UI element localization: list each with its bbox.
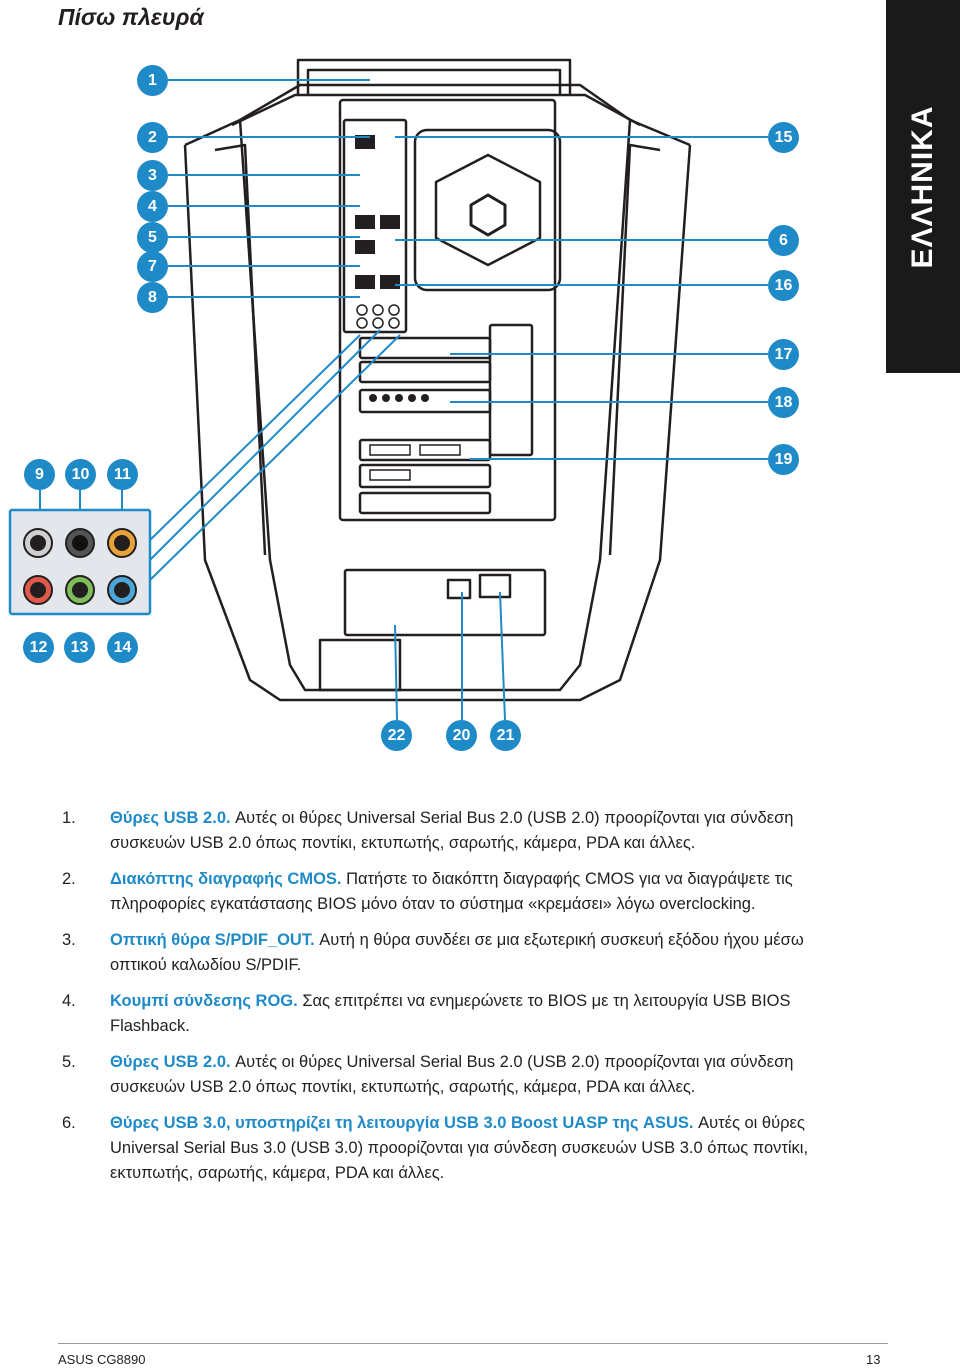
callout-20: 20 bbox=[446, 720, 477, 751]
list-item: 5. Θύρες USB 2.0. Αυτές οι θύρες Univers… bbox=[62, 1050, 842, 1100]
callout-13: 13 bbox=[64, 632, 95, 663]
item-text: Σας επιτρέπει να ενημερώνετε το BIOS με … bbox=[110, 992, 791, 1035]
page-title: Πίσω πλευρά bbox=[58, 4, 204, 30]
item-number: 2. bbox=[62, 870, 76, 888]
callout-12: 12 bbox=[23, 632, 54, 663]
list-item: 4. Κουμπί σύνδεσης ROG. Σας επιτρέπει να… bbox=[62, 989, 842, 1039]
list-item: 3. Οπτική θύρα S/PDIF_OUT. Αυτή η θύρα σ… bbox=[62, 928, 842, 978]
callout-4: 4 bbox=[137, 191, 168, 222]
list-item: 6. Θύρες USB 3.0, υποστηρίζει τη λειτουρ… bbox=[62, 1111, 842, 1186]
item-heading: Θύρες USB 2.0. bbox=[110, 809, 231, 827]
item-heading: Οπτική θύρα S/PDIF_OUT. bbox=[110, 931, 315, 949]
item-heading: Θύρες USB 3.0, υποστηρίζει τη λειτουργία… bbox=[110, 1114, 694, 1132]
item-text: Πατήστε το διακόπτη διαγραφής CMOS για ν… bbox=[110, 870, 793, 913]
item-text: Αυτές οι θύρες Universal Serial Bus 3.0 … bbox=[110, 1114, 809, 1182]
language-tab: ΕΛΛΗΝΙΚΑ bbox=[886, 0, 960, 373]
callout-22: 22 bbox=[381, 720, 412, 751]
callout-7: 7 bbox=[137, 251, 168, 282]
callout-5: 5 bbox=[137, 222, 168, 253]
item-text: Αυτές οι θύρες Universal Serial Bus 2.0 … bbox=[110, 1053, 794, 1096]
item-number: 4. bbox=[62, 992, 76, 1010]
callout-17: 17 bbox=[768, 339, 799, 370]
callout-16: 16 bbox=[768, 270, 799, 301]
description-list: 1. Θύρες USB 2.0. Αυτές οι θύρες Univers… bbox=[62, 806, 842, 1197]
item-text: Αυτές οι θύρες Universal Serial Bus 2.0 … bbox=[110, 809, 794, 852]
callout-18: 18 bbox=[768, 387, 799, 418]
item-heading: Διακόπτης διαγραφής CMOS. bbox=[110, 870, 342, 888]
callout-8: 8 bbox=[137, 282, 168, 313]
item-number: 3. bbox=[62, 931, 76, 949]
item-text: Αυτή η θύρα συνδέει σε μια εξωτερική συσ… bbox=[110, 931, 804, 974]
callout-2: 2 bbox=[137, 122, 168, 153]
list-item: 1. Θύρες USB 2.0. Αυτές οι θύρες Univers… bbox=[62, 806, 842, 856]
callout-19: 19 bbox=[768, 444, 799, 475]
page-number: 13 bbox=[866, 1352, 881, 1367]
footer-product: ASUS CG8890 bbox=[58, 1352, 146, 1367]
rear-panel-diagram bbox=[8, 58, 768, 721]
callout-21: 21 bbox=[490, 720, 521, 751]
callout-1: 1 bbox=[137, 65, 168, 96]
item-number: 6. bbox=[62, 1114, 76, 1132]
item-number: 5. bbox=[62, 1053, 76, 1071]
callout-9: 9 bbox=[24, 459, 55, 490]
callout-14: 14 bbox=[107, 632, 138, 663]
item-number: 1. bbox=[62, 809, 76, 827]
callout-3: 3 bbox=[137, 160, 168, 191]
callout-10: 10 bbox=[65, 459, 96, 490]
item-heading: Κουμπί σύνδεσης ROG. bbox=[110, 992, 298, 1010]
item-heading: Θύρες USB 2.0. bbox=[110, 1053, 231, 1071]
callout-6: 6 bbox=[768, 225, 799, 256]
list-item: 2. Διακόπτης διαγραφής CMOS. Πατήστε το … bbox=[62, 867, 842, 917]
callout-15: 15 bbox=[768, 122, 799, 153]
callout-11: 11 bbox=[107, 459, 138, 490]
footer-divider bbox=[58, 1343, 888, 1344]
